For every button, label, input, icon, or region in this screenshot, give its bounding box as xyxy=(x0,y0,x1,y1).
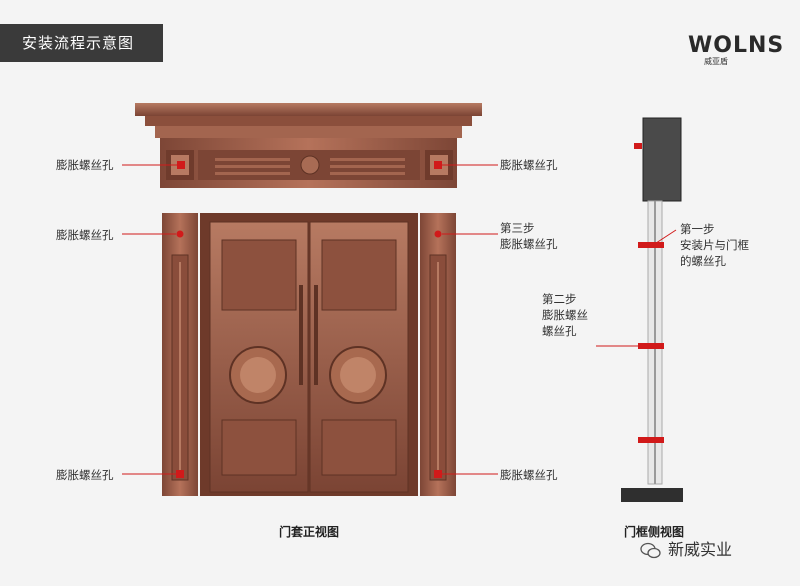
step2-label: 第二步 膨胀螺丝 螺丝孔 xyxy=(542,291,588,339)
side-view-caption: 门框侧视图 xyxy=(624,525,685,539)
step3-title: 第三步 xyxy=(500,221,535,235)
label-mid-left: 膨胀螺丝孔 xyxy=(56,228,114,242)
step2-line2: 膨胀螺丝 xyxy=(542,308,588,322)
step1-title: 第一步 xyxy=(680,222,715,236)
label-top-left: 膨胀螺丝孔 xyxy=(56,158,114,172)
screw-hole-markers xyxy=(176,161,442,478)
front-leader-lines xyxy=(122,164,498,475)
watermark-text: 新威实业 xyxy=(668,540,733,559)
step1-line2: 安装片与门框 xyxy=(680,238,749,252)
screw-hole-bottom-left xyxy=(176,470,184,478)
label-top-right: 膨胀螺丝孔 xyxy=(500,158,558,172)
side-frame-view xyxy=(596,117,683,502)
step2-title: 第二步 xyxy=(542,292,577,306)
page-title: 安装流程示意图 xyxy=(0,24,163,62)
step2-line3: 螺丝孔 xyxy=(542,324,577,338)
logo-name: WOLNS xyxy=(688,33,785,58)
wechat-icon xyxy=(640,542,661,558)
label-mid-right: 第三步 膨胀螺丝孔 xyxy=(500,220,558,252)
brand-logo: WOLNS 威亚盾 xyxy=(676,33,783,73)
logo-subtitle: 威亚盾 xyxy=(704,57,728,66)
step1-label: 第一步 安装片与门框 的螺丝孔 xyxy=(680,221,749,269)
label-bottom-right: 膨胀螺丝孔 xyxy=(500,468,558,482)
screw-hole-mid-left xyxy=(176,230,184,238)
watermark: 新威实业 xyxy=(640,536,732,560)
double-door xyxy=(200,213,418,496)
step3-text: 膨胀螺丝孔 xyxy=(500,237,558,251)
label-bottom-left: 膨胀螺丝孔 xyxy=(56,468,114,482)
step1-line3: 的螺丝孔 xyxy=(680,254,726,268)
screw-hole-mid-right xyxy=(434,230,442,238)
screw-hole-top-left xyxy=(177,161,185,169)
screw-hole-bottom-right xyxy=(434,470,442,478)
left-pillar xyxy=(162,213,198,496)
screw-hole-top-right xyxy=(434,161,442,169)
front-view-caption: 门套正视图 xyxy=(279,525,340,539)
right-pillar xyxy=(420,213,456,496)
door-cornice xyxy=(135,103,482,188)
